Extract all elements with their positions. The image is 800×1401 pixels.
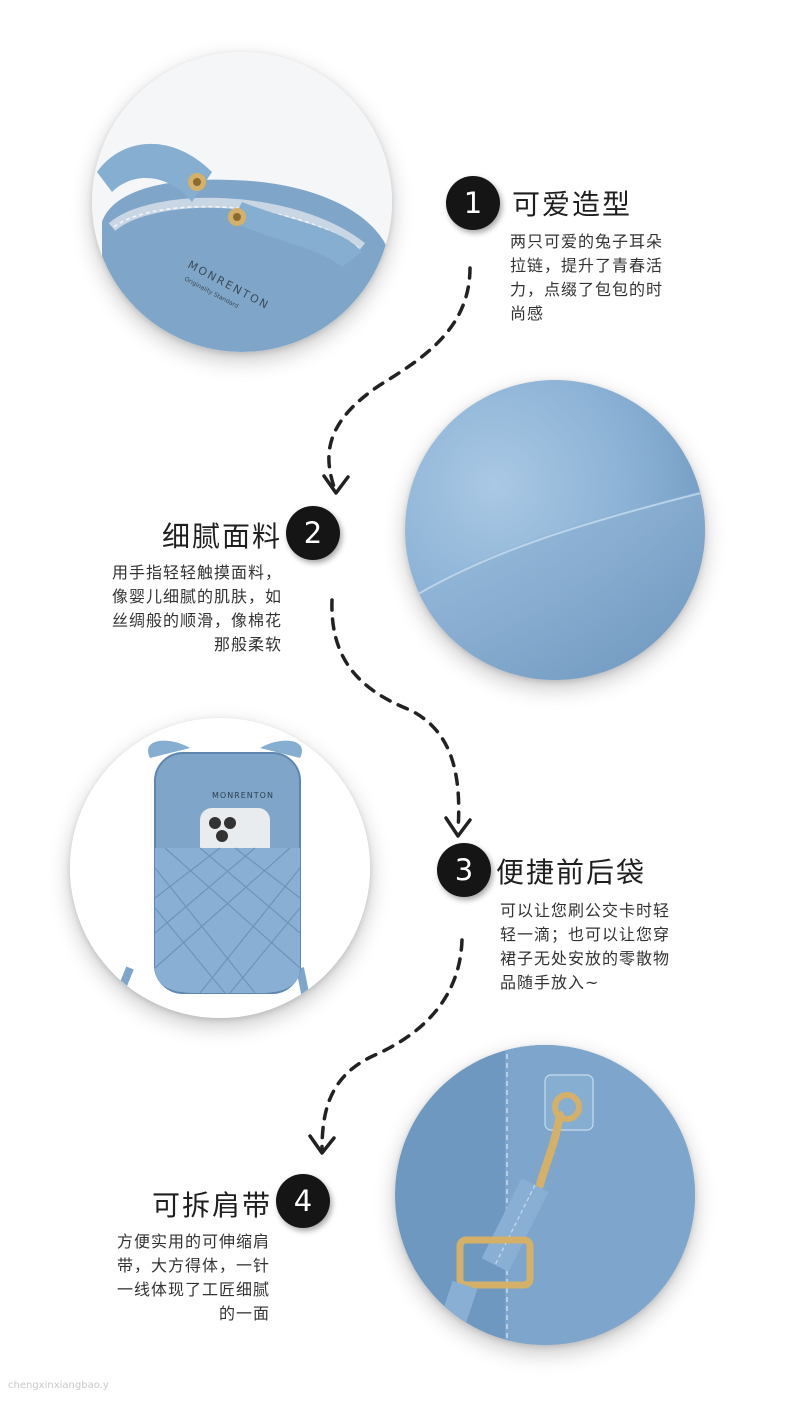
front-brand-logo: MONRENTON <box>212 791 274 800</box>
feature-title-3: 便捷前后袋 <box>496 856 647 889</box>
feature-desc-2: 用手指轻轻触摸面料， 像婴儿细腻的肌肤，如 丝绸般的顺滑，像棉花 那般柔软 <box>111 563 282 654</box>
step-number-4: 4 <box>293 1184 313 1218</box>
fabric-illustration <box>405 380 705 680</box>
bunny-zipper-illustration: MONRENTON Originality Standard <box>92 52 392 352</box>
front-pocket-illustration: MONRENTON <box>70 718 370 1018</box>
strap-illustration <box>395 1045 695 1345</box>
feature-desc-4: 方便实用的可伸缩肩 带，大方得体，一针 一线体现了工匠细腻 的一面 <box>116 1232 270 1323</box>
step-badge-1: 1 <box>446 176 500 230</box>
step-number-3: 3 <box>454 853 474 887</box>
feature-desc-3: 可以让您刷公交卡时轻 轻一滴；也可以让您穿 裙子无处安放的零散物 品随手放入~ <box>500 901 671 992</box>
feature-title-4: 可拆肩带 <box>151 1189 272 1222</box>
step-badge-4: 4 <box>276 1174 330 1228</box>
photo-bunny-zipper: MONRENTON Originality Standard <box>92 52 392 352</box>
step-number-1: 1 <box>463 186 483 220</box>
arrowhead-1 <box>322 474 350 495</box>
step-badge-3: 3 <box>437 843 491 897</box>
feature-title-2: 细腻面料 <box>161 520 282 553</box>
step-number-2: 2 <box>303 516 323 550</box>
step-badge-2: 2 <box>286 506 340 560</box>
photo-front-pocket: MONRENTON <box>70 718 370 1018</box>
feature-title-1: 可爱造型 <box>512 188 633 221</box>
arrowhead-3 <box>308 1134 336 1155</box>
arrowhead-2 <box>444 816 472 838</box>
photo-fabric-texture <box>405 380 705 680</box>
watermark: chengxinxiangbao.y <box>8 1380 109 1391</box>
photo-detachable-strap <box>395 1045 695 1345</box>
feature-desc-1: 两只可爱的兔子耳朵 拉链，提升了青春活 力，点缀了包包的时 尚感 <box>510 232 664 323</box>
